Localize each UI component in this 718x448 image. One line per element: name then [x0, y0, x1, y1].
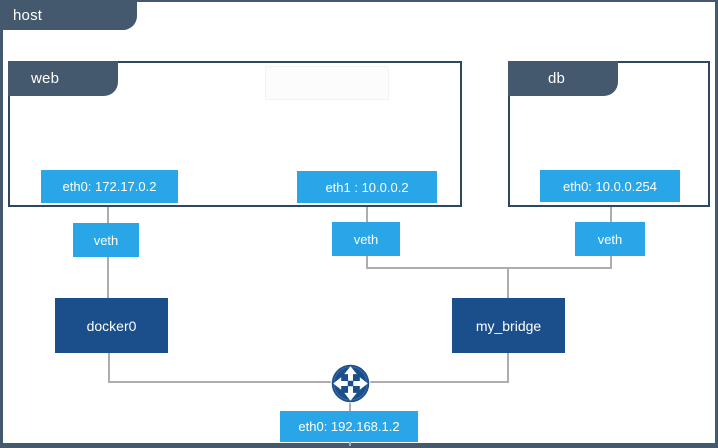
veth-label: veth — [93, 232, 119, 248]
connector-veth-bus — [366, 256, 368, 269]
db-label: db — [548, 70, 566, 87]
connector-db-veth-bus — [610, 256, 612, 269]
connector-bus-my-bridge — [366, 267, 612, 269]
db-eth0-label: eth0: 10.0.0.254 — [563, 178, 657, 194]
web-label: web — [31, 70, 60, 87]
veth-web-eth1-box: veth — [332, 222, 400, 256]
connector-bus-drop-my-bridge — [507, 268, 509, 298]
connector-web-eth1-veth — [366, 203, 368, 222]
connector-my-bridge-down — [507, 353, 509, 382]
my-bridge-label: my_bridge — [475, 317, 542, 334]
connector-router-host-eth0 — [349, 402, 351, 412]
host-eth0-label: eth0: 192.168.1.2 — [298, 419, 400, 434]
web-eth0-box: eth0: 172.17.0.2 — [41, 170, 178, 203]
docker0-label: docker0 — [86, 317, 137, 334]
host-tab: host — [0, 0, 137, 30]
host-eth0-box: eth0: 192.168.1.2 — [280, 411, 418, 442]
db-tab: db — [508, 61, 618, 96]
web-eth1-box: eth1 : 10.0.0.2 — [297, 171, 437, 203]
docker0-bridge-box: docker0 — [55, 298, 168, 353]
faint-placeholder-box — [265, 66, 389, 100]
connector-web-eth0-veth — [107, 203, 109, 223]
veth-db-eth0-box: veth — [575, 222, 645, 256]
connector-veth-docker0 — [107, 257, 109, 298]
connector-host-eth0-border — [349, 442, 351, 446]
connector-docker0-down — [108, 353, 110, 382]
web-tab: web — [8, 61, 118, 96]
veth-label: veth — [353, 231, 379, 247]
my-bridge-box: my_bridge — [452, 298, 565, 353]
host-label: host — [13, 6, 43, 24]
db-eth0-box: eth0: 10.0.0.254 — [540, 170, 680, 202]
web-eth1-label: eth1 : 10.0.0.2 — [325, 179, 409, 195]
web-eth0-label: eth0: 172.17.0.2 — [62, 179, 157, 194]
connector-bridges-router — [108, 381, 509, 383]
veth-web-eth0-box: veth — [73, 223, 139, 257]
connector-db-eth0-veth — [610, 202, 612, 222]
veth-label: veth — [597, 231, 623, 247]
router-icon — [330, 363, 371, 404]
